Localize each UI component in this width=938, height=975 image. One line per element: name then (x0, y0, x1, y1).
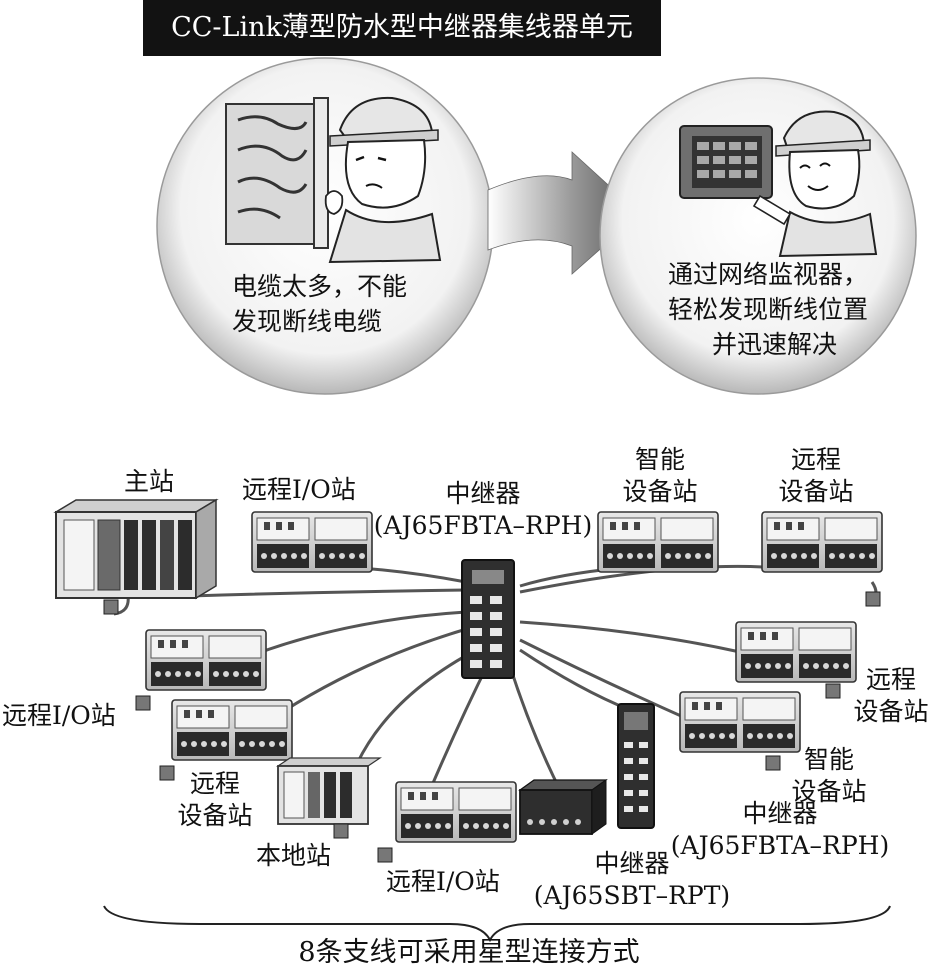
repeater-right-name: 中继器 (742, 799, 818, 828)
monitor-panel-icon (679, 125, 773, 199)
repeater-right-label: 中继器 (AJ65FBTA–RPH) (660, 798, 900, 862)
local-station-label: 本地站 (256, 841, 332, 870)
remote-dev-top-module (761, 511, 883, 573)
remote-dev-left-line2: 设备站 (177, 801, 253, 830)
remote-dev-left-module (171, 699, 293, 761)
connector-icon (865, 591, 881, 607)
repeater-hub-center-icon (461, 559, 515, 679)
local-station-icon (276, 757, 382, 839)
remote-io-left-label: 远程I/O站 (2, 701, 116, 730)
repeater-sbt-name: 中继器 (594, 849, 670, 878)
worker-happy-icon (752, 110, 878, 258)
repeater-sbt-icon (518, 779, 608, 835)
remote-io-top-label: 远程I/O站 (242, 475, 356, 504)
intelligent-right-line2: 设备站 (791, 777, 867, 806)
connector-icon (159, 765, 175, 781)
grouping-brace (103, 905, 891, 943)
master-station-icon (53, 498, 219, 615)
repeater-center-model: (AJ65FBTA–RPH) (373, 511, 593, 540)
intelligent-top-label: 智能 设备站 (610, 444, 710, 508)
repeater-hub-right-icon (617, 703, 655, 829)
connector-icon (765, 755, 781, 771)
scene-after: 通过网络监视器， 轻松发现断线位置 并迅速解决 (599, 77, 917, 395)
connector-icon (825, 683, 841, 699)
intelligent-right-line1: 智能 (803, 745, 854, 774)
diagram-title: CC-Link薄型防水型中继器集线器单元 (143, 0, 661, 56)
remote-dev-top-line1: 远程 (790, 445, 841, 474)
remote-dev-right-label: 远程 设备站 (844, 664, 938, 728)
repeater-center-name: 中继器 (445, 479, 521, 508)
worker-worried-icon (324, 96, 442, 264)
remote-io-left-module (145, 629, 267, 691)
before-line-1: 电缆太多，不能 (232, 273, 407, 301)
after-line-1: 通过网络监视器， (668, 261, 868, 289)
repeater-center-label: 中继器 (AJ65FBTA–RPH) (368, 478, 598, 542)
scene-before: 电缆太多，不能 发现断线电缆 (156, 57, 494, 395)
repeater-right-model: (AJ65FBTA–RPH) (670, 831, 890, 860)
intelligent-top-line2: 设备站 (622, 477, 698, 506)
after-line-3: 并迅速解决 (712, 331, 837, 359)
repeater-sbt-label: 中继器 (AJ65SBT–RPT) (522, 848, 742, 912)
repeater-sbt-model: (AJ65SBT–RPT) (533, 881, 731, 910)
after-line-2: 轻松发现断线位置 (668, 296, 868, 324)
cabinet-icon (225, 97, 329, 249)
remote-dev-left-label: 远程 设备站 (160, 768, 270, 832)
remote-io-bottom-module (395, 781, 517, 843)
connector-icon (135, 695, 151, 711)
connector-icon (377, 847, 393, 863)
intelligent-right-module (679, 691, 801, 753)
intelligent-top-module (597, 511, 719, 573)
intelligent-right-label: 智能 设备站 (774, 744, 884, 808)
remote-io-top-module (251, 511, 373, 573)
star-topology-caption: 8条支线可采用星型连接方式 (298, 937, 640, 968)
remote-dev-right-line1: 远程 (865, 665, 916, 694)
remote-dev-top-label: 远程 设备站 (766, 444, 866, 508)
before-line-2: 发现断线电缆 (232, 308, 382, 336)
master-station-label: 主站 (124, 467, 175, 496)
remote-dev-left-line1: 远程 (189, 769, 240, 798)
intelligent-top-line1: 智能 (634, 445, 685, 474)
remote-dev-right-line2: 设备站 (853, 697, 929, 726)
remote-dev-right-module (735, 621, 857, 683)
remote-dev-top-line2: 设备站 (778, 477, 854, 506)
remote-io-bottom-label: 远程I/O站 (386, 867, 500, 896)
